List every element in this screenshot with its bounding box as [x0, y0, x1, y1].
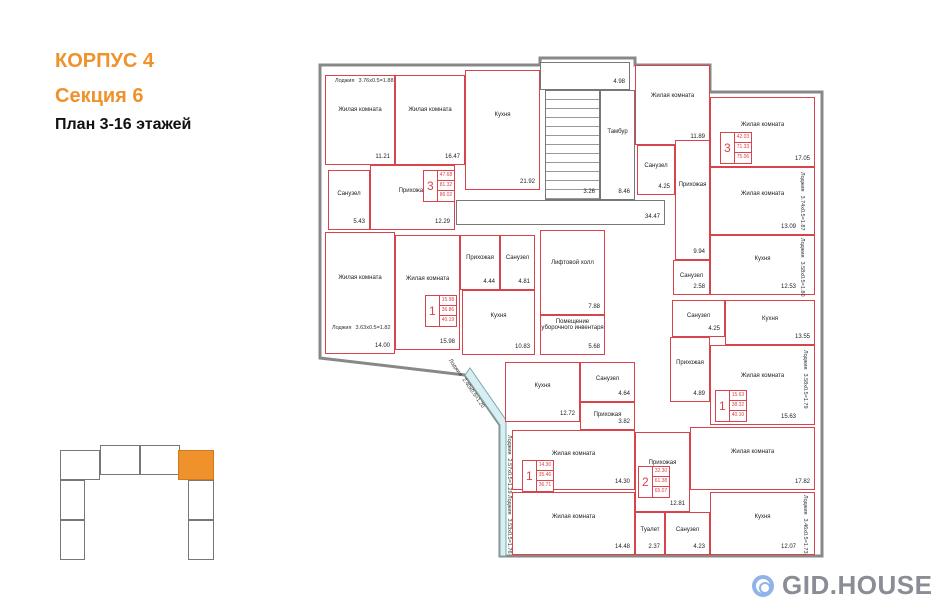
- loggia-label: Лоджия3.58х0.5=1.79: [802, 350, 808, 409]
- building-title: КОРПУС 4: [55, 50, 155, 72]
- building-key-map: [50, 440, 220, 570]
- key-block: [60, 520, 85, 560]
- key-block: [140, 445, 180, 475]
- key-block: [188, 520, 214, 560]
- corridor: 34.47: [456, 200, 665, 225]
- stairwell: 3.26: [545, 90, 600, 200]
- key-block: [188, 480, 214, 520]
- logo-text: GID.HOUSE: [782, 570, 933, 600]
- key-block: [60, 450, 100, 480]
- loggia-label: Лоджия3.74х0.5=1.87: [799, 172, 805, 231]
- loggia-label: Лоджия3.58х0.5=1.80: [799, 238, 805, 297]
- gid-house-logo: GID.HOUSE: [752, 570, 932, 601]
- loggia-label: Лоджия2.57х0.5=1.29: [506, 435, 512, 494]
- room: 4.98: [540, 62, 630, 90]
- loggia-label: Лоджия3.46х0.5=1.73: [802, 495, 808, 554]
- floors-subtitle: План 3-16 этажей: [55, 116, 192, 133]
- key-block: [100, 445, 140, 475]
- loggia-label: Лоджия3.53х0.5=1.76: [506, 495, 512, 554]
- logo-ring-icon: [752, 574, 774, 597]
- highlighted-section: [178, 450, 214, 480]
- section-title: Секция 6: [55, 85, 144, 107]
- key-block: [60, 480, 85, 520]
